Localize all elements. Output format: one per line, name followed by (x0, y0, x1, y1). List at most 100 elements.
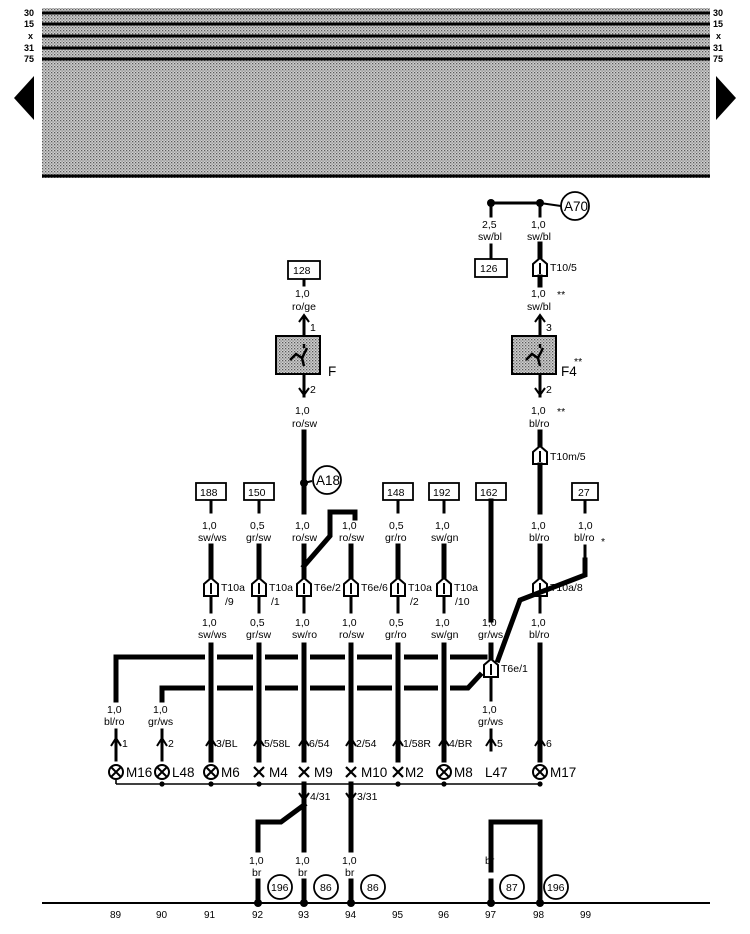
bus-label-right-75: 75 (713, 54, 723, 64)
circle-ref-87 (499, 874, 525, 900)
pin-arrows (110, 736, 546, 747)
wire-f-bot-color: ro/sw (292, 418, 318, 430)
l48-wire-color: gr/ws (148, 716, 173, 728)
connector-t10m-5-label: T10m/5 (550, 451, 586, 463)
connector-t10a-1-sub: /1 (271, 596, 280, 608)
component-m8-label: M8 (454, 765, 473, 780)
component-m10-label: M10 (361, 765, 387, 780)
upper-94-size: 1,0 (342, 520, 357, 532)
track-numbers: 89 90 91 92 93 94 95 96 97 98 99 (110, 910, 592, 921)
circle-ref-86b-label: 86 (367, 882, 379, 894)
lower-95-color: gr/ro (385, 629, 407, 641)
track-95: 95 (392, 910, 404, 921)
component-m17-label: M17 (550, 765, 576, 780)
lamp-m16 (108, 764, 124, 780)
upper-27-mark: * (601, 536, 605, 548)
circle-ref-a70 (560, 191, 590, 221)
lower-94-size: 1,0 (342, 617, 357, 629)
l48-wire-size: 1,0 (153, 704, 168, 716)
wire-f-bot-size: 1,0 (295, 405, 310, 417)
lower-96-color: sw/gn (431, 629, 459, 641)
lamp-l48 (154, 764, 170, 780)
component-f4-label: F4 (561, 364, 577, 379)
lamp-m10 (345, 766, 357, 778)
lower-97-color: gr/ws (478, 629, 503, 641)
l47-wire-size: 1,0 (482, 704, 497, 716)
wire-25-size: 2,5 (482, 219, 497, 231)
upper-98-size: 1,0 (531, 520, 546, 532)
upper-192-size: 1,0 (435, 520, 450, 532)
switch-f4-icon (525, 344, 545, 367)
ref-box-150-label: 150 (248, 487, 266, 499)
lamp-m8 (436, 764, 452, 780)
ref-box-126-label: 126 (480, 263, 498, 275)
pin-m10: 2/54 (356, 738, 377, 750)
ref-box-162-label: 162 (480, 487, 498, 499)
lamp-m17 (532, 764, 548, 780)
pin-g94: 3/31 (357, 791, 378, 803)
f-pin-1: 1 (310, 322, 316, 334)
lower-91-color: sw/ws (198, 629, 227, 641)
connector-t6e-1-label: T6e/1 (501, 663, 528, 675)
bus-label-left-75: 75 (24, 54, 34, 64)
upper-150-color: gr/sw (246, 532, 272, 544)
lower-96-size: 1,0 (435, 617, 450, 629)
wire-f-top-color: ro/ge (292, 301, 316, 313)
pin-m8: 4/BR (449, 738, 473, 750)
ref-box-126 (474, 258, 508, 278)
wire-a70-color: sw/bl (527, 231, 551, 243)
connector-t6e-2-label: T6e/2 (314, 582, 341, 594)
lamp-m9 (298, 766, 310, 778)
supply-a70-group: A70 2,5 sw/bl 126 1,0 sw/bl T10/5 1,0 **… (474, 191, 590, 465)
wire-f4-bot-color: bl/ro (529, 418, 550, 430)
pin-l48: 2 (168, 738, 174, 750)
pin-m4: 5/58L (264, 738, 290, 750)
upper-188-color: sw/ws (198, 532, 227, 544)
page-next-arrow-icon[interactable] (716, 76, 736, 120)
ground-93-color: br (298, 867, 308, 879)
lamp-m2 (392, 766, 404, 778)
bus-label-left-15: 15 (24, 19, 34, 29)
pin-m16: 1 (122, 738, 128, 750)
upper-192-color: sw/gn (431, 532, 459, 544)
pin-m9: 6/54 (309, 738, 330, 750)
circle-ref-87-label: 87 (506, 882, 518, 894)
f4-mark: ** (574, 356, 582, 368)
circle-ref-196a (267, 874, 293, 900)
ref-box-27-label: 27 (578, 487, 590, 499)
connector-t10a-2-label: T10a (408, 582, 432, 594)
fuse-f-group: 128 1,0 ro/ge 1 F 2 1,0 ro/sw A18 (275, 260, 342, 495)
wire-f4-bot-size: 1,0 (531, 405, 546, 417)
m16-wire-color: bl/ro (104, 716, 125, 728)
page-prev-arrow-icon[interactable] (14, 76, 34, 120)
pin-m17: 6 (546, 738, 552, 750)
track-91: 91 (204, 910, 216, 921)
component-m6-label: M6 (221, 765, 240, 780)
pin-m6: 3/BL (216, 738, 238, 750)
f4-pin-2: 2 (546, 384, 552, 396)
cross-bus-1 (113, 646, 488, 703)
ref-box-148-label: 148 (387, 487, 405, 499)
bus-label-right-15: 15 (713, 19, 723, 29)
connector-t10a-9-label: T10a (221, 582, 245, 594)
lower-98-size: 1,0 (531, 617, 546, 629)
component-f-label: F (328, 364, 336, 379)
pin-l47: 5 (497, 738, 503, 750)
ground-92-size: 1,0 (249, 855, 264, 867)
lower-95-size: 0,5 (389, 617, 404, 629)
pin-m2: 1/58R (403, 738, 431, 750)
upper-93-size: 1,0 (295, 520, 310, 532)
connector-t10-5-label: T10/5 (550, 262, 577, 274)
lower-91-size: 1,0 (202, 617, 217, 629)
switch-f-icon (289, 344, 309, 367)
upper-94-color: ro/sw (339, 532, 365, 544)
connector-t10a-1-label: T10a (269, 582, 293, 594)
connector-t10a-10-label: T10a (454, 582, 478, 594)
ground-92-color: br (252, 867, 262, 879)
l47-wire-color: gr/ws (478, 716, 503, 728)
lower-93-color: sw/ro (292, 629, 317, 641)
track-94: 94 (345, 910, 357, 921)
lower-98-color: bl/ro (529, 629, 550, 641)
f4-pin-3: 3 (546, 322, 552, 334)
